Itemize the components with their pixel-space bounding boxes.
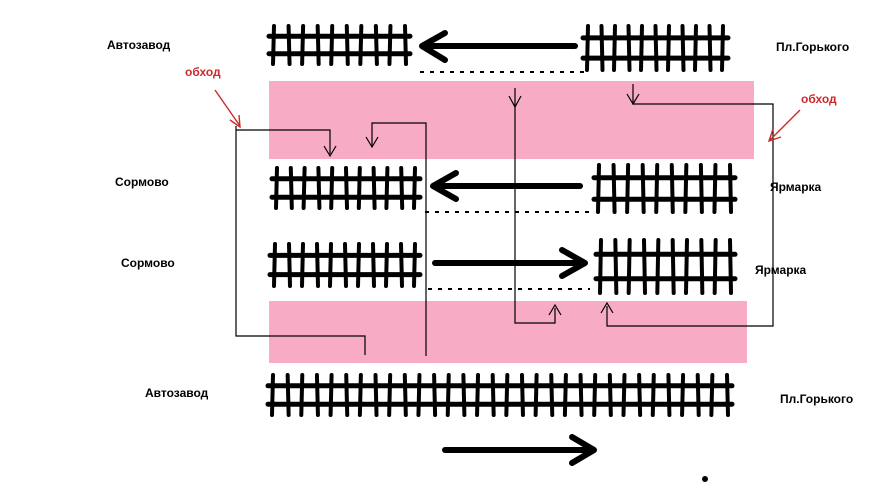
rail-track-icon <box>267 242 423 288</box>
upper-platform <box>269 81 754 159</box>
arrow-right-icon <box>442 434 597 466</box>
rail-track-icon <box>266 24 413 66</box>
label-pl-gorkogo-bottom: Пл.Горького <box>780 392 854 406</box>
arrow-left-icon <box>419 30 578 63</box>
rail-track-icon <box>580 24 731 72</box>
label-yarmarka-1: Ярмарка <box>770 180 822 194</box>
route-lines <box>235 84 774 356</box>
dot-mark <box>702 476 708 482</box>
rail-track-icon <box>593 238 738 295</box>
tracks <box>265 24 738 417</box>
label-sormovo-1: Сормово <box>115 175 169 189</box>
obhod-pointer-left-icon <box>214 89 241 129</box>
label-sormovo-2: Сормово <box>121 256 175 270</box>
label-obhod-right: обход <box>801 92 837 106</box>
arrow-right-icon <box>432 247 588 279</box>
arrow-left-icon <box>430 170 583 202</box>
rail-track-icon <box>269 166 423 210</box>
obhod-pointer-right-icon <box>767 109 801 143</box>
label-yarmarka-2: Ярмарка <box>755 263 807 277</box>
label-pl-gorkogo-top: Пл.Горького <box>776 40 850 54</box>
lower-platform <box>269 301 747 363</box>
platform-edges <box>420 71 590 290</box>
label-obhod-left: обход <box>185 65 221 79</box>
label-avtozavod-top: Автозавод <box>107 38 171 52</box>
rail-track-icon <box>265 373 735 417</box>
rail-track-icon <box>591 163 738 214</box>
label-avtozavod-bottom: Автозавод <box>145 386 209 400</box>
